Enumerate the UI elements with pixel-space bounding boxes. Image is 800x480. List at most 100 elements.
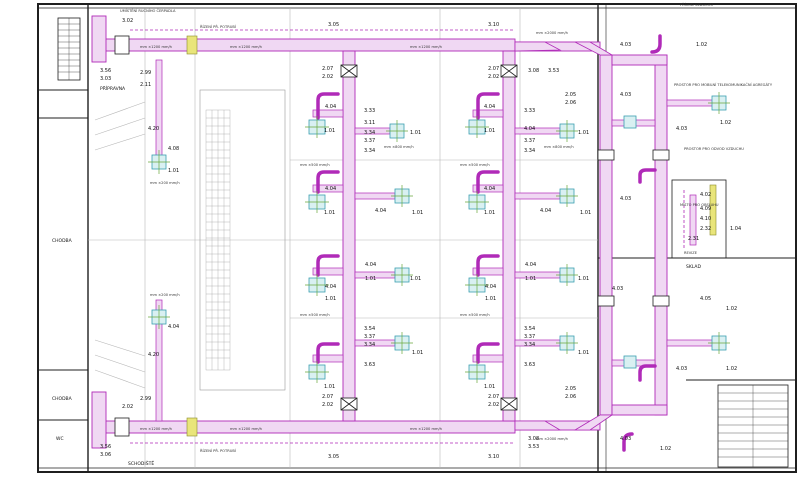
code-label: 4.04 (485, 284, 496, 290)
code-label: 2.02 (322, 402, 333, 408)
code-label: 1.01 (410, 276, 421, 282)
code-label: 2.07 (488, 66, 499, 72)
code-label: 4.03 (676, 366, 687, 372)
dim-tag: mm ×800 mm/h (384, 145, 414, 149)
code-label: 3.63 (364, 362, 375, 368)
code-label: 1.01 (325, 296, 336, 302)
code-label: 3.54 (364, 326, 375, 332)
branch-ducts (155, 59, 723, 422)
code-label: 1.01 (485, 296, 496, 302)
code-label: 4.03 (620, 42, 631, 48)
code-label: 2.99 (140, 396, 151, 402)
dim-tag: mm ×2000 mm/h (536, 437, 568, 441)
code-label: 3.08 (528, 68, 539, 74)
dim-tag: mm ×500 mm/h (300, 313, 330, 317)
room-label-odvod: PROSTOR PRO ODVOD VZDUCHU (684, 147, 744, 151)
code-label: 4.04 (365, 262, 376, 268)
code-label: 1.01 (365, 276, 376, 282)
code-label: 1.01 (412, 210, 423, 216)
code-label: 1.01 (410, 130, 421, 136)
code-label: 4.20 (148, 126, 159, 132)
code-label: 2.02 (488, 74, 499, 80)
code-label: 4.04 (375, 208, 386, 214)
code-label: 2.31 (688, 236, 699, 242)
code-label: 3.34 (364, 342, 375, 348)
code-label: 1.02 (726, 306, 737, 312)
building-walls (37, 3, 797, 473)
code-label: 1.01 (484, 384, 495, 390)
code-label: 3.11 (364, 120, 375, 126)
code-label: 1.01 (525, 276, 536, 282)
code-label: 4.05 (700, 296, 711, 302)
code-label: 4.02 (700, 192, 711, 198)
code-label: 4.03 (676, 126, 687, 132)
code-label: 3.37 (524, 138, 535, 144)
room-label-chodba: CHODBA (52, 238, 73, 244)
code-label: 1.01 (578, 130, 589, 136)
code-label: 3.54 (524, 326, 535, 332)
code-label: 4.04 (325, 186, 336, 192)
code-label: 3.56 (100, 444, 111, 450)
code-label: 1.01 (324, 384, 335, 390)
top-note: UMÍSTĚNÍ RUČNÍHO ČERPADLA (120, 8, 176, 13)
code-label: 4.09 (700, 206, 711, 212)
code-label: 2.02 (122, 404, 133, 410)
dim-tag: mm ×1200 mm/h (230, 45, 262, 49)
code-label: 2.06 (565, 394, 576, 400)
code-label: 2.05 (565, 92, 576, 98)
code-label: 1.01 (324, 128, 335, 134)
dim-tag: mm ×1200 mm/h (410, 45, 442, 49)
code-label: 2.06 (565, 100, 576, 106)
code-label: 1.01 (484, 128, 495, 134)
elbow-drops (316, 34, 662, 452)
code-label: 1.01 (580, 210, 591, 216)
code-label: 3.08 (528, 436, 539, 442)
code-label: 2.07 (322, 394, 333, 400)
dim-tag: mm ×500 mm/h (460, 163, 490, 167)
code-label: 4.04 (168, 324, 179, 330)
code-label: 2.32 (700, 226, 711, 232)
code-label: 3.33 (524, 108, 535, 114)
code-label: 3.37 (364, 138, 375, 144)
diffuser-crosses (148, 92, 730, 383)
code-label: 3.34 (524, 148, 535, 154)
air-diffusers (151, 95, 727, 380)
dim-tag: mm ×1200 mm/h (410, 427, 442, 431)
code-label: 4.04 (325, 284, 336, 290)
seating-grid (205, 109, 231, 371)
room-label-revize: REVIZE (684, 251, 698, 255)
room-label-sklad: SKLAD (686, 264, 701, 270)
code-label: 2.05 (565, 386, 576, 392)
code-label: 1.01 (412, 350, 423, 356)
code-label: 1.02 (696, 42, 707, 48)
room-label-agregaty: PROSTOR PRO MOBILNÍ TELEKOMUNIKAČNÍ AGRE… (674, 82, 773, 87)
code-label: 1.02 (726, 366, 737, 372)
dim-tag: mm ×800 mm/h (544, 145, 574, 149)
code-label: 4.04 (484, 186, 495, 192)
room-label-chodba-bottom: CHODBA (52, 396, 73, 402)
code-label: 4.08 (168, 146, 179, 152)
dim-tag: mm ×1200 mm/h (140, 427, 172, 431)
code-label: 2.07 (488, 394, 499, 400)
code-label: 2.02 (322, 74, 333, 80)
fire-dampers (186, 35, 717, 437)
room-label-obsluha: MÍSTO PRO OBSLUHU (680, 202, 719, 207)
code-label: 3.53 (528, 444, 539, 450)
code-label: 4.03 (620, 92, 631, 98)
element-codes: 3.02 3.56 3.03 2.99 2.11 3.05 3.10 2.07 … (100, 18, 741, 460)
room-label-wc: WC (56, 436, 64, 442)
code-label: 1.01 (168, 168, 179, 174)
code-label: 2.99 (140, 70, 151, 76)
code-label: 1.01 (484, 210, 495, 216)
fire-note-top: ŘÍZENÍ PŘ. POTRUBÍ (200, 24, 236, 29)
room-label-schodiste: SCHODIŠTĚ (128, 459, 154, 467)
code-label: 3.37 (364, 334, 375, 340)
code-label: 2.07 (322, 66, 333, 72)
code-label: 3.53 (548, 68, 559, 74)
code-label: 3.33 (364, 108, 375, 114)
dim-tag: mm ×2000 mm/h (536, 31, 568, 35)
code-label: 3.05 (328, 22, 339, 28)
code-label: 4.04 (484, 104, 495, 110)
code-label: 4.03 (620, 436, 631, 442)
